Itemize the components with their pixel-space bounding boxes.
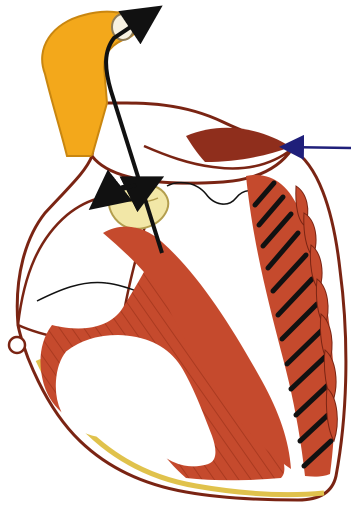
mitral-valve-leaflet — [167, 183, 260, 205]
left-atrium-loop — [9, 337, 25, 353]
top-muscle-cap — [186, 128, 291, 162]
pointer-arrow-icon — [284, 147, 351, 148]
